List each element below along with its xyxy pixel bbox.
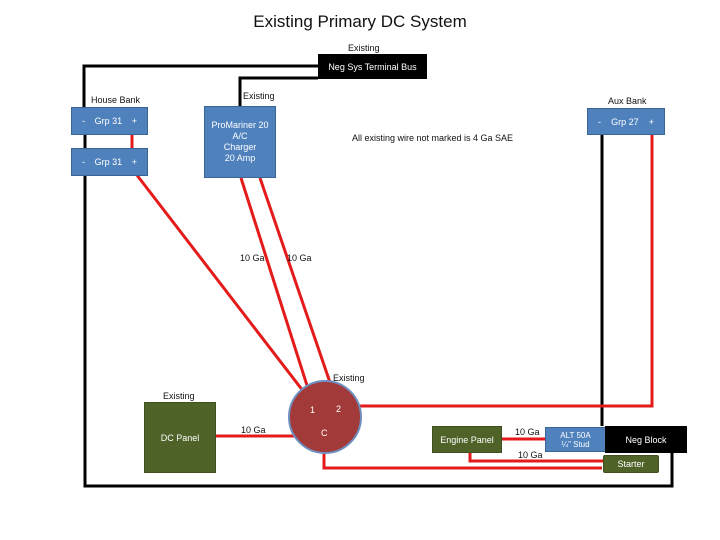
house-bank-label: House Bank: [91, 95, 141, 105]
switch-terminal-1: 1: [310, 405, 316, 415]
neg-wire-house-to-bus: [82, 64, 318, 107]
wire-gauge-label: 10 Ga: [515, 427, 540, 437]
starter-label: Starter: [617, 459, 645, 469]
charger-line: 20 Amp: [224, 153, 256, 163]
negative-wires: [82, 64, 674, 488]
wire-gauge-label: 10 Ga: [518, 450, 543, 460]
battery-switch: [288, 380, 362, 454]
wire-gauge-label: 10 Ga: [287, 253, 312, 263]
existing-label-charger: Existing: [243, 91, 275, 101]
pos-wire-charger-10ga-right: [258, 177, 338, 401]
existing-label-bus: Existing: [348, 43, 380, 53]
switch-terminal-common: C: [321, 428, 328, 438]
switch-terminal-2: 2: [336, 404, 342, 414]
pos-wire-charger-10ga-left: [239, 177, 313, 399]
aux-bank-label: Aux Bank: [608, 96, 647, 106]
alt-line: ALT 50A: [560, 430, 591, 440]
existing-label-dc-panel: Existing: [163, 391, 195, 401]
battery-label: Grp 27: [611, 116, 639, 127]
wire-note: All existing wire not marked is 4 Ga SAE: [352, 133, 514, 143]
dc-panel-label: DC Panel: [160, 432, 200, 443]
neg-wire-house-loop: [83, 165, 674, 488]
dc-panel: DC Panel: [144, 402, 216, 473]
battery-label: Grp 31: [94, 157, 123, 167]
alt-line: ¼" Stud: [561, 439, 590, 449]
neg-block: Neg Block: [605, 426, 687, 453]
positive-terminal: +: [648, 116, 654, 127]
diagram-title: Existing Primary DC System: [253, 12, 467, 31]
pos-wire-engine-to-starter: [468, 452, 603, 463]
negative-terminal: -: [82, 116, 85, 126]
pos-wire-house-to-switch-1: [131, 169, 312, 401]
negative-terminal: -: [82, 157, 85, 167]
house-battery-1: - Grp 31 +: [71, 107, 148, 135]
negative-terminal: -: [598, 116, 601, 127]
wire-gauge-label: 10 Ga: [241, 425, 266, 435]
engine-panel-label: Engine Panel: [440, 434, 494, 445]
existing-label-switch: Existing: [333, 373, 365, 383]
engine-panel: Engine Panel: [432, 426, 502, 453]
pos-wire-aux-to-switch-2: [354, 128, 654, 408]
promariner-charger: ProMariner 20 A/C Charger 20 Amp: [204, 106, 276, 178]
wire-gauge-label: 10 Ga: [240, 253, 265, 263]
house-battery-2: - Grp 31 +: [71, 148, 148, 176]
aux-battery: - Grp 27 +: [587, 108, 665, 135]
starter: Starter: [603, 455, 659, 473]
charger-line: ProMariner 20: [211, 120, 269, 130]
neg-wire-charger-to-bus: [238, 76, 318, 106]
neg-bus-label: Neg Sys Terminal Bus: [328, 61, 417, 72]
battery-label: Grp 31: [94, 116, 123, 126]
neg-sys-terminal-bus: Neg Sys Terminal Bus: [318, 54, 427, 79]
positive-terminal: +: [131, 157, 137, 167]
neg-block-label: Neg Block: [625, 434, 667, 445]
charger-line: A/C: [232, 131, 248, 141]
alternator: ALT 50A ¼" Stud: [545, 427, 606, 452]
positive-terminal: +: [131, 116, 137, 126]
charger-line: Charger: [223, 142, 257, 152]
